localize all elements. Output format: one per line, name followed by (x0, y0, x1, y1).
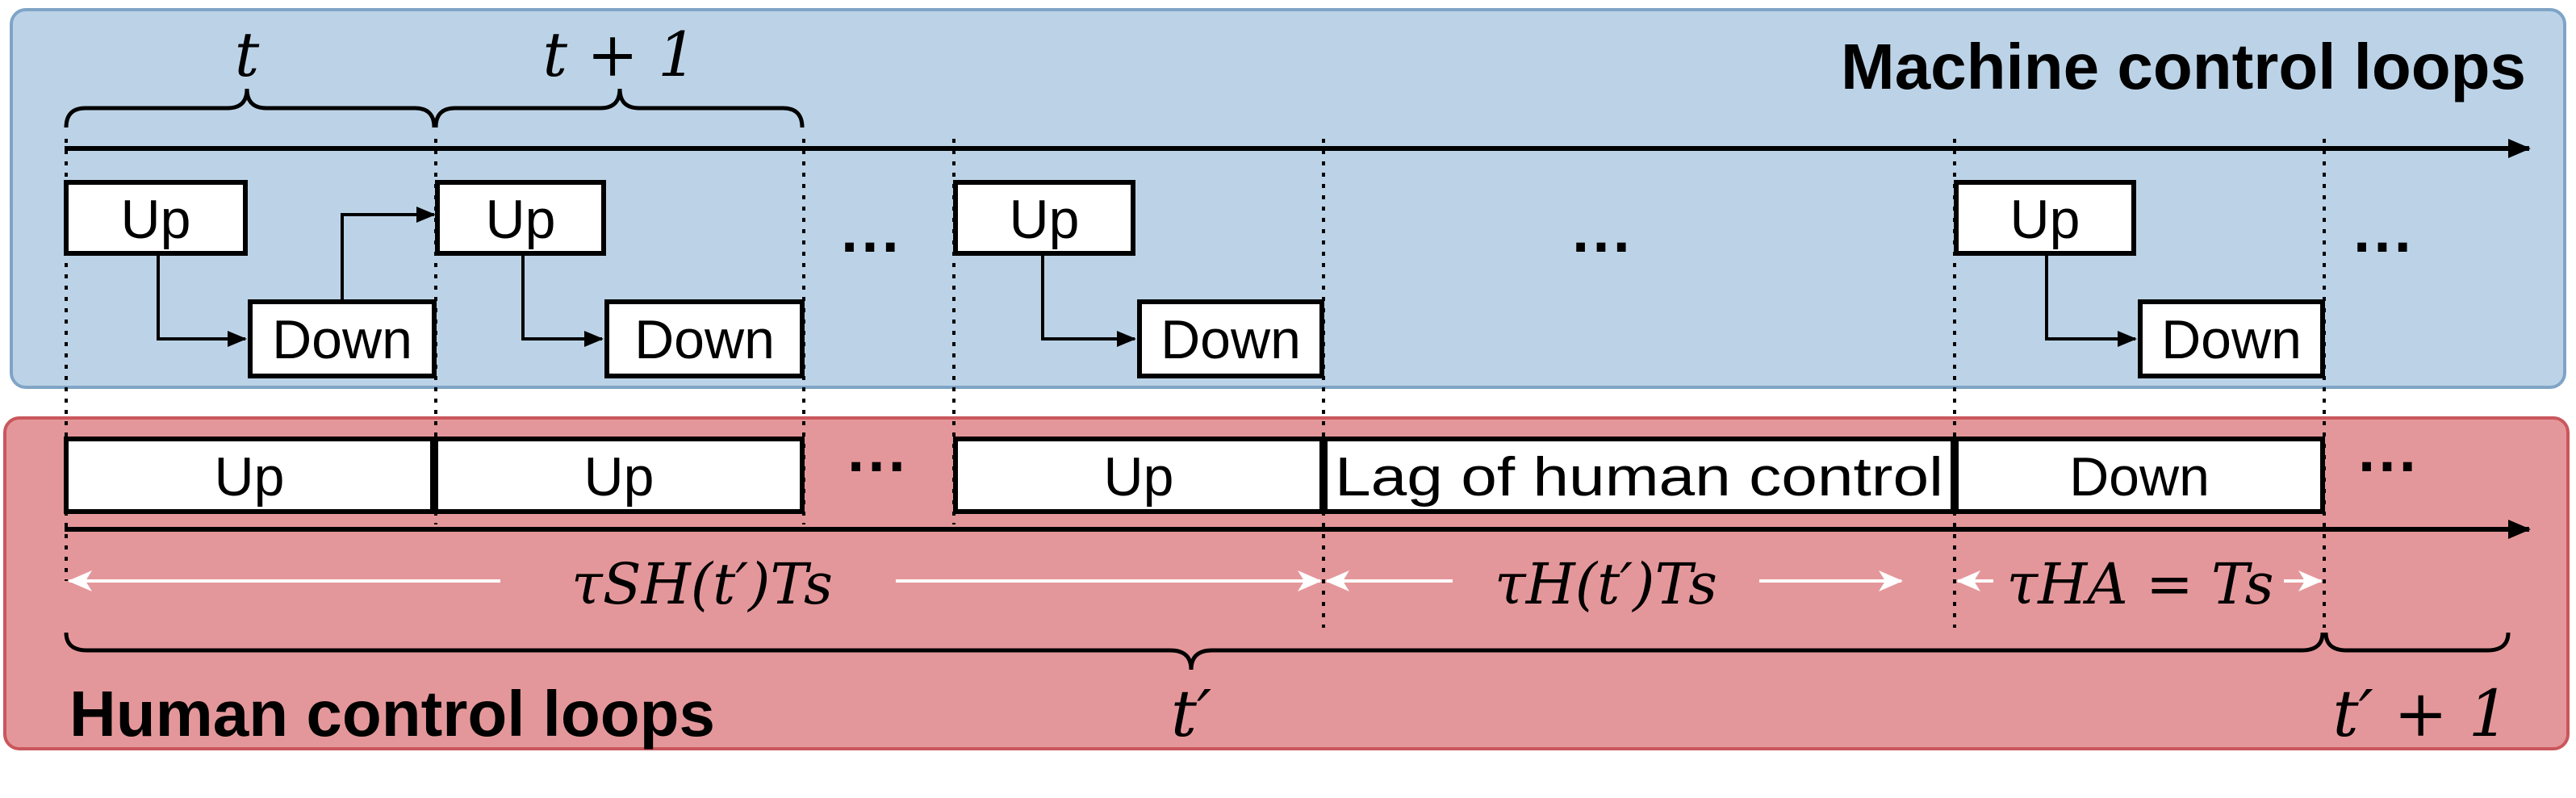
machine-loop-1: Up Down (64, 180, 437, 378)
machine-loop-4: Up Down (1954, 180, 2325, 378)
up-box (64, 180, 248, 256)
human-step-label: Up (1104, 446, 1174, 508)
human-step-up-3: Up (953, 437, 1324, 514)
down-box (604, 299, 805, 378)
period-brace-t (64, 88, 437, 128)
human-step-label: Down (2069, 446, 2210, 508)
machine-loop-2: Up Down (435, 180, 805, 378)
period-label-t-prime-plus-1: t′ + 1 (2332, 676, 2509, 751)
up-box (435, 180, 606, 256)
down-box (248, 299, 437, 378)
human-ellipsis: ··· (2358, 432, 2419, 501)
human-band-title: Human control loops (69, 678, 715, 750)
machine-band-title: Machine control loops (1841, 31, 2526, 102)
human-step-label: Up (215, 446, 285, 508)
up-label: Up (1010, 189, 1080, 250)
machine-ellipsis: ··· (2353, 213, 2415, 282)
human-step-label: Lag of human control (1335, 446, 1943, 508)
down-box (2138, 299, 2325, 378)
machine-ellipsis: ··· (841, 213, 902, 282)
human-step-label: Up (584, 446, 654, 508)
down-label: Down (1160, 309, 1301, 370)
period-label-t: t (235, 19, 260, 90)
machine-loop-3: Up Down (953, 180, 1324, 378)
down-label: Down (634, 309, 775, 370)
interval-label-tau-ha: τHA = Ts (2007, 551, 2274, 617)
period-brace-t-prime (64, 632, 2325, 671)
period-label-t-plus-1: t + 1 (543, 19, 697, 90)
down-label: Down (272, 309, 412, 370)
up-box (953, 180, 1135, 256)
period-brace-t-prime-plus-1 (2323, 632, 2511, 653)
up-box (1954, 180, 2136, 256)
machine-band (10, 8, 2566, 389)
down-label: Down (2161, 309, 2302, 370)
up-label: Up (486, 189, 556, 250)
human-step-up-1: Up (64, 437, 435, 514)
human-step-lag: Lag of human control (1323, 437, 1955, 514)
human-ellipsis: ··· (847, 432, 909, 501)
human-step-down: Down (1954, 437, 2325, 514)
interval-label-tau-h: τH(t′)Ts (1495, 551, 1717, 617)
up-label: Up (2010, 189, 2080, 250)
period-brace-t-plus-1 (433, 88, 805, 128)
up-label: Up (121, 189, 191, 250)
human-step-up-2: Up (433, 437, 805, 514)
machine-ellipsis: ··· (1572, 213, 1633, 282)
interval-label-tau-sh: τSH(t′)Ts (571, 551, 833, 617)
period-label-t-prime: t′ (1171, 676, 1211, 751)
down-box (1137, 299, 1324, 378)
